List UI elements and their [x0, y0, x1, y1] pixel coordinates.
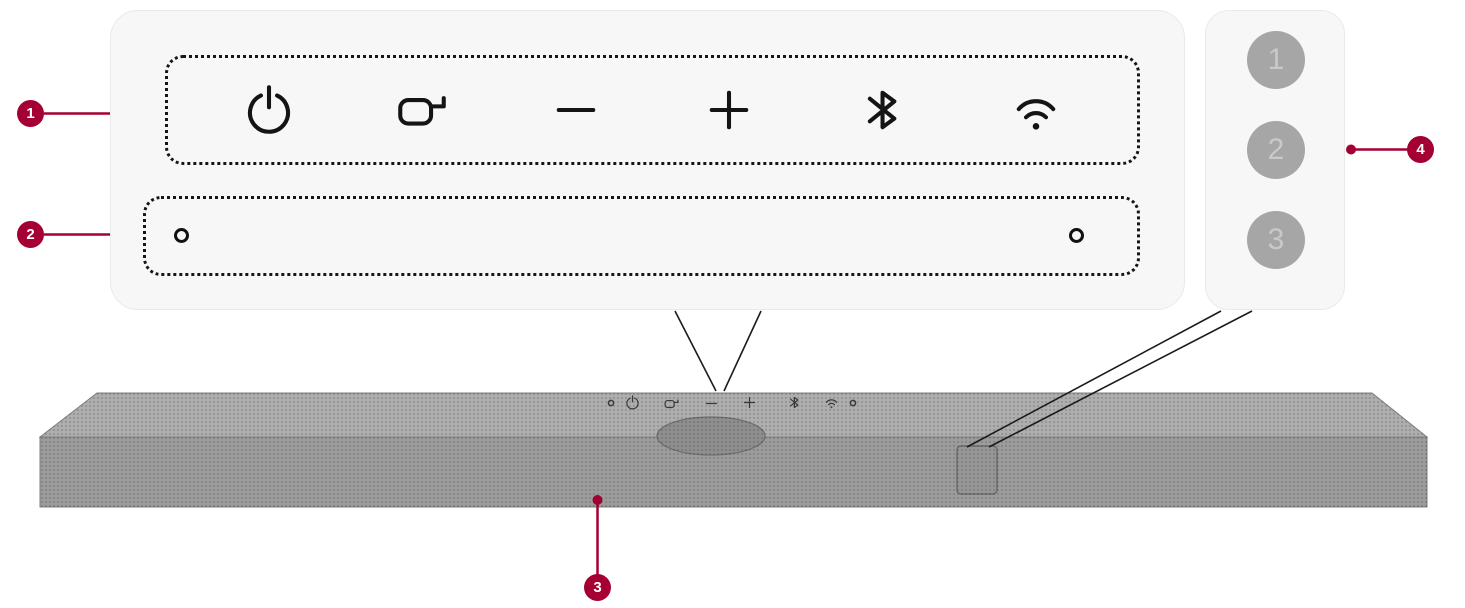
connector-button-1: 1	[1247, 31, 1305, 89]
connector-button-2: 2	[1247, 121, 1305, 179]
microphone-hole-left	[174, 228, 189, 243]
soundbar-center-knob	[656, 416, 766, 456]
function-input-icon	[393, 81, 451, 139]
connector-button-2-label: 2	[1267, 133, 1285, 166]
soundbar-front-face	[39, 436, 1428, 508]
callout-badge-1: 1	[17, 100, 44, 127]
leader-dot-3	[592, 495, 603, 505]
volume-down-icon	[547, 81, 605, 139]
soundbar-top-controls	[607, 395, 857, 410]
top-panel-callout-line-right	[723, 310, 762, 392]
microphone-strip	[143, 196, 1140, 276]
connector-callout-line-left	[966, 310, 1222, 448]
wifi-icon	[1007, 81, 1065, 139]
callout-badge-3: 3	[584, 574, 611, 601]
connector-button-3: 3	[1247, 211, 1305, 269]
mini-microphone-hole-left	[607, 399, 615, 407]
leader-dot-4	[1346, 144, 1356, 155]
touch-control-strip	[165, 55, 1140, 165]
top-panel-callout-line-left	[674, 310, 717, 392]
callout-badge-2: 2	[17, 221, 44, 248]
top-panel-callout	[110, 10, 1185, 310]
microphone-hole-right	[1069, 228, 1084, 243]
bluetooth-icon	[854, 81, 912, 139]
connector-callout-line-right	[988, 310, 1253, 448]
soundbar-illustration	[38, 392, 1429, 508]
soundbar-connector-area	[956, 445, 998, 495]
zoom-callout-lines	[674, 310, 1253, 448]
connector-button-3-label: 3	[1267, 223, 1285, 256]
connector-panel-callout: 1 2 3	[1205, 10, 1345, 310]
mini-microphone-hole-right	[849, 399, 857, 407]
power-icon	[240, 81, 298, 139]
volume-up-icon	[700, 81, 758, 139]
callout-badge-4: 4	[1407, 136, 1434, 163]
connector-button-1-label: 1	[1267, 43, 1285, 76]
